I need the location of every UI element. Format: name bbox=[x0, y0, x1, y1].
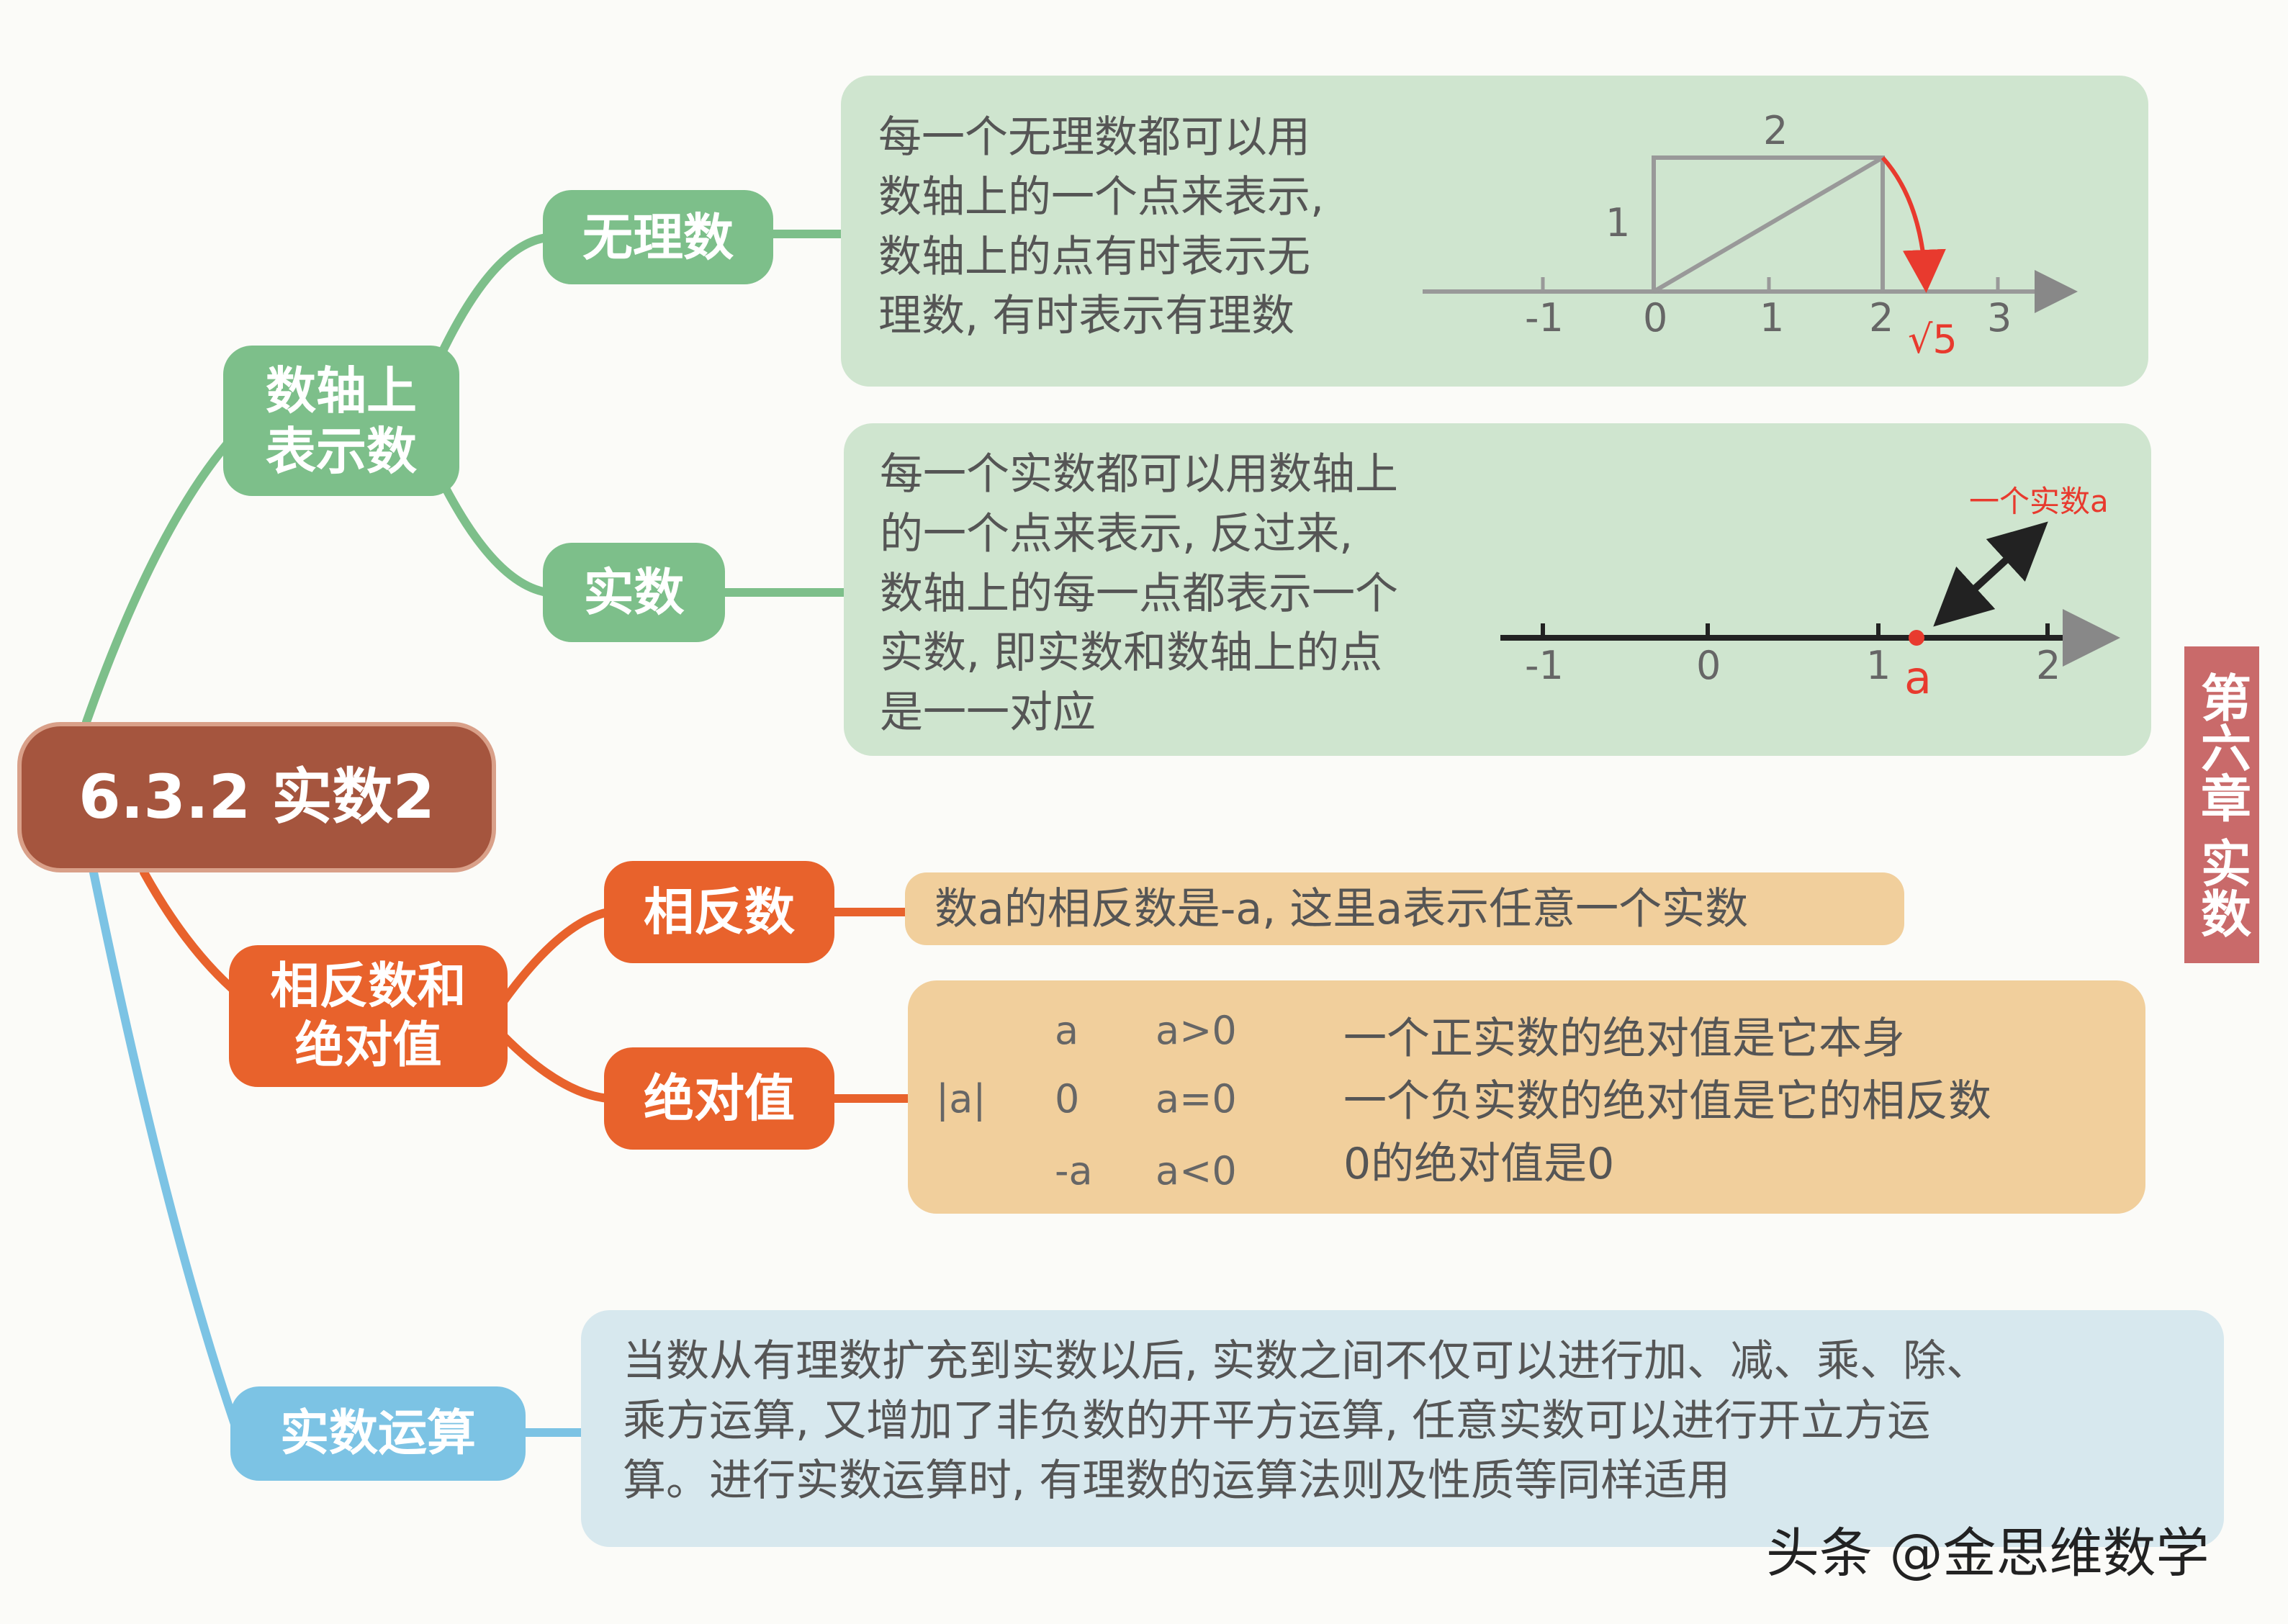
watermark: 头条 @金思维数学 bbox=[1766, 1522, 2210, 1584]
text-line: 是一一对应 bbox=[880, 687, 1096, 739]
case-condition: a<0 bbox=[1156, 1148, 1237, 1194]
chapter-side-tab: 第六章 实数 bbox=[2184, 646, 2259, 963]
text-line: 一个正实数的绝对值是它本身 bbox=[1343, 1014, 1905, 1064]
node-label: 相反数 bbox=[644, 883, 795, 942]
sqrt5-label: √5 bbox=[1908, 317, 1958, 362]
case-value: a bbox=[1055, 1008, 1079, 1053]
tick-label: -1 bbox=[1525, 643, 1564, 688]
tick-label: 2 bbox=[1869, 295, 1894, 340]
node-label-line: 绝对值 bbox=[294, 1016, 442, 1074]
text-line: 数轴上的每一点都表示一个 bbox=[880, 568, 1398, 619]
connector-opp-opposite bbox=[500, 908, 613, 1005]
tick-label: 1 bbox=[1760, 295, 1785, 340]
text-line: 数轴上的一个点来表示, bbox=[878, 171, 1325, 222]
node-number-line[interactable]: 数轴上表示数 bbox=[223, 346, 459, 496]
abs-formula-lhs: |a| bbox=[936, 1076, 986, 1122]
abs-box bbox=[908, 980, 2145, 1214]
text-line: 当数从有理数扩充到实数以后, 实数之间不仅可以进行加、减、乘、除、 bbox=[623, 1336, 1990, 1386]
side-tab-line: 第六章 bbox=[2192, 672, 2252, 823]
opposite-text: 数a的相反数是-a, 这里a表示任意一个实数 bbox=[934, 884, 1749, 934]
node-opposite-abs[interactable]: 相反数和绝对值 bbox=[229, 945, 508, 1087]
point-a-label: a bbox=[1904, 651, 1932, 704]
rect-width-label: 2 bbox=[1763, 108, 1788, 153]
unit-rectangle bbox=[1652, 155, 1885, 294]
text-line: 0的绝对值是0 bbox=[1343, 1139, 1615, 1189]
connector-opp-abs bbox=[500, 1032, 613, 1103]
tick-label: 0 bbox=[1696, 643, 1721, 688]
node-irrational[interactable]: 无理数 bbox=[543, 190, 773, 284]
irrational-box bbox=[841, 76, 2148, 387]
node-label-line: 表示数 bbox=[266, 421, 417, 481]
double-arrow bbox=[1933, 521, 2048, 627]
connector-numberline-irrational bbox=[428, 233, 551, 379]
text-line: 的一个点来表示, 反过来, bbox=[880, 508, 1354, 559]
case-condition: a=0 bbox=[1156, 1076, 1237, 1122]
opposite-box bbox=[905, 872, 1904, 945]
point-a bbox=[1909, 630, 1924, 646]
case-condition: a>0 bbox=[1156, 1008, 1237, 1053]
node-operations[interactable]: 实数运算 bbox=[230, 1386, 526, 1481]
connector-root-numberline bbox=[82, 428, 242, 726]
node-abs[interactable]: 绝对值 bbox=[604, 1047, 834, 1150]
irrational-text: 每一个无理数都可以用 数轴上的一个点来表示, 数轴上的点有时表示无 理数, 有时… bbox=[878, 108, 1324, 346]
abs-text: 一个正实数的绝对值是它本身 一个负实数的绝对值是它的相反数 0的绝对值是0 bbox=[1343, 1008, 1991, 1196]
real-text: 每一个实数都可以用数轴上 的一个点来表示, 反过来, 数轴上的每一点都表示一个 … bbox=[880, 445, 1398, 743]
tick-label: 0 bbox=[1643, 295, 1668, 340]
text-line: 一个负实数的绝对值是它的相反数 bbox=[1343, 1076, 1991, 1127]
arc-arrow bbox=[1881, 155, 1946, 293]
node-opposite[interactable]: 相反数 bbox=[604, 861, 834, 963]
text-line: 乘方运算, 又增加了非负数的开平方运算, 任意实数可以进行开立方运 bbox=[623, 1395, 1931, 1446]
diagonal bbox=[1652, 155, 1884, 294]
tick-label: 1 bbox=[1866, 643, 1891, 688]
case-value: -a bbox=[1055, 1148, 1093, 1194]
node-label: 实数 bbox=[583, 563, 685, 622]
root-node[interactable]: 6.3.2 实数2 bbox=[17, 722, 496, 872]
text-line: 实数, 即实数和数轴上的点 bbox=[880, 628, 1383, 679]
text-line: 数轴上的点有时表示无 bbox=[878, 231, 1310, 282]
text-line: 算。进行实数运算时, 有理数的运算法则及性质等同样适用 bbox=[623, 1455, 1731, 1506]
text-line: 每一个无理数都可以用 bbox=[878, 112, 1310, 163]
node-label: 无理数 bbox=[582, 207, 734, 267]
arrow-label: 一个实数a bbox=[1969, 484, 2109, 519]
operations-text: 当数从有理数扩充到实数以后, 实数之间不仅可以进行加、减、乘、除、 乘方运算, … bbox=[623, 1332, 1989, 1510]
root-label: 6.3.2 实数2 bbox=[78, 762, 435, 833]
node-label: 实数运算 bbox=[279, 1404, 476, 1462]
tick-label: -1 bbox=[1525, 295, 1564, 340]
node-label-line: 数轴上 bbox=[266, 361, 417, 420]
node-label: 绝对值 bbox=[644, 1069, 795, 1128]
node-label-line: 相反数和 bbox=[270, 957, 467, 1015]
operations-box bbox=[581, 1310, 2224, 1547]
text-line: 理数, 有时表示有理数 bbox=[878, 291, 1295, 342]
rect-height-label: 1 bbox=[1605, 200, 1631, 245]
tick-label: 2 bbox=[2036, 643, 2061, 688]
connector-root-opposite bbox=[140, 868, 242, 998]
tick-label: 3 bbox=[1987, 295, 2012, 340]
connector-root-operations bbox=[89, 868, 242, 1437]
node-real[interactable]: 实数 bbox=[543, 543, 725, 642]
text-line: 每一个实数都可以用数轴上 bbox=[880, 449, 1398, 500]
case-value: 0 bbox=[1055, 1076, 1080, 1122]
side-tab-line: 实数 bbox=[2192, 837, 2252, 938]
